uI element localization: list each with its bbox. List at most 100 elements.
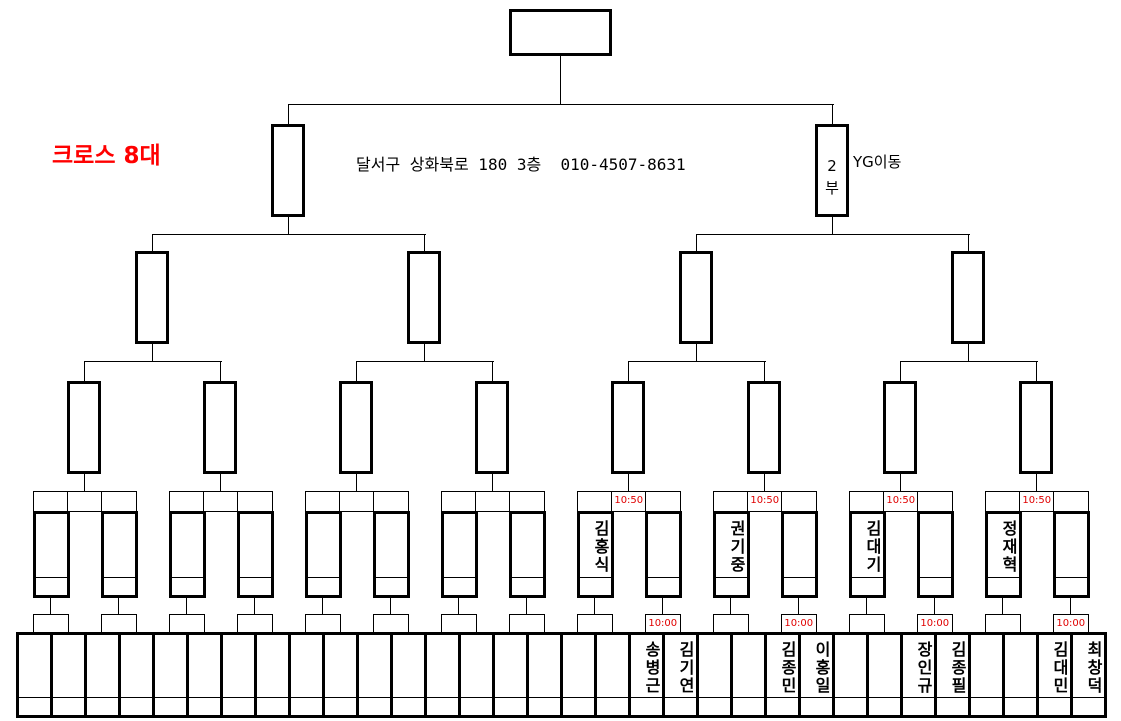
player-cell[interactable] [254, 632, 291, 718]
player-cell[interactable]: 김기연 [662, 632, 699, 718]
player-cell[interactable] [356, 632, 393, 718]
match-time: 10:00 [920, 618, 950, 629]
player-cell[interactable] [458, 632, 495, 718]
connector-line [900, 361, 901, 381]
score-divider [223, 697, 254, 698]
score-divider [648, 577, 679, 578]
score-divider [36, 577, 67, 578]
connector-box [373, 491, 409, 512]
player-cell[interactable] [866, 632, 903, 718]
round16-box[interactable] [101, 511, 138, 598]
player-cell[interactable] [968, 632, 1005, 718]
player-cell[interactable] [84, 632, 121, 718]
quarterfinal-box[interactable] [203, 381, 237, 474]
player-name: 이홍일 [812, 641, 831, 695]
score-divider [1056, 577, 1087, 578]
connector-line [628, 361, 766, 362]
time-box [237, 614, 273, 633]
player-cell[interactable]: 김종민 [764, 632, 801, 718]
player-cell[interactable] [322, 632, 359, 718]
score-divider [869, 697, 900, 698]
round16-box[interactable] [237, 511, 274, 598]
match-time: 10:00 [1056, 618, 1086, 629]
time-box [101, 614, 137, 633]
quarterfinal-box[interactable] [475, 381, 509, 474]
time-box: 10:00 [645, 614, 681, 633]
connector-line [900, 473, 901, 491]
connector-line [900, 361, 1038, 362]
match-time [204, 492, 238, 511]
round16-box[interactable]: 김대기 [849, 511, 886, 598]
round16-box[interactable] [33, 511, 70, 598]
round16-box[interactable] [305, 511, 342, 598]
score-divider [1005, 697, 1036, 698]
player-cell[interactable] [390, 632, 427, 718]
player-cell[interactable]: 김종필 [934, 632, 971, 718]
connector-line [84, 361, 85, 381]
connector-line [288, 104, 834, 105]
player-cell[interactable] [560, 632, 597, 718]
quarterfinal-box[interactable] [883, 381, 917, 474]
player-cell[interactable] [118, 632, 155, 718]
time-box: 10:00 [1053, 614, 1089, 633]
score-divider [716, 577, 747, 578]
round16-box[interactable] [169, 511, 206, 598]
connector-box [713, 614, 749, 633]
final-box[interactable] [271, 124, 305, 217]
semifinal-box[interactable] [951, 251, 985, 344]
match-time [476, 492, 510, 511]
player-cell[interactable]: 장인규 [900, 632, 937, 718]
player-cell[interactable]: 송병근 [628, 632, 665, 718]
player-cell[interactable] [288, 632, 325, 718]
connector-box [577, 491, 613, 512]
connector-box [577, 614, 613, 633]
connector-line [390, 597, 391, 614]
round16-box[interactable] [373, 511, 410, 598]
quarterfinal-box[interactable] [611, 381, 645, 474]
time-box [475, 491, 511, 512]
semifinal-box[interactable] [679, 251, 713, 344]
player-cell[interactable] [526, 632, 563, 718]
quarterfinal-box[interactable] [339, 381, 373, 474]
player-cell[interactable] [220, 632, 257, 718]
player-cell[interactable] [594, 632, 631, 718]
player-cell[interactable] [16, 632, 53, 718]
player-name: 김종민 [778, 641, 797, 695]
player-name: 정재혁 [999, 520, 1018, 574]
round16-box[interactable] [645, 511, 682, 598]
connector-line [152, 234, 426, 235]
score-divider [240, 577, 271, 578]
round16-box[interactable] [917, 511, 954, 598]
round16-box[interactable]: 권기중 [713, 511, 750, 598]
match-time: 10:50 [614, 495, 644, 506]
player-cell[interactable]: 최창덕 [1070, 632, 1107, 718]
player-cell[interactable] [1002, 632, 1039, 718]
quarterfinal-box[interactable] [67, 381, 101, 474]
semifinal-box[interactable] [407, 251, 441, 344]
player-cell[interactable] [50, 632, 87, 718]
player-cell[interactable] [696, 632, 733, 718]
quarterfinal-box[interactable] [1019, 381, 1053, 474]
score-divider [801, 697, 832, 698]
round16-box[interactable] [781, 511, 818, 598]
score-divider [767, 697, 798, 698]
score-divider [580, 577, 611, 578]
round16-box[interactable]: 정재혁 [985, 511, 1022, 598]
round16-box[interactable] [1053, 511, 1090, 598]
quarterfinal-box[interactable] [747, 381, 781, 474]
round16-box[interactable] [441, 511, 478, 598]
player-cell[interactable] [186, 632, 223, 718]
player-cell[interactable] [492, 632, 529, 718]
player-cell[interactable] [152, 632, 189, 718]
player-cell[interactable] [424, 632, 461, 718]
semifinal-box[interactable] [135, 251, 169, 344]
round16-box[interactable]: 김홍식 [577, 511, 614, 598]
champion-box[interactable] [509, 9, 612, 56]
player-cell[interactable]: 이홍일 [798, 632, 835, 718]
player-cell[interactable]: 김대민 [1036, 632, 1073, 718]
connector-line [968, 234, 969, 251]
round16-box[interactable] [509, 511, 546, 598]
player-cell[interactable] [832, 632, 869, 718]
player-cell[interactable] [730, 632, 767, 718]
connector-line [84, 473, 85, 491]
